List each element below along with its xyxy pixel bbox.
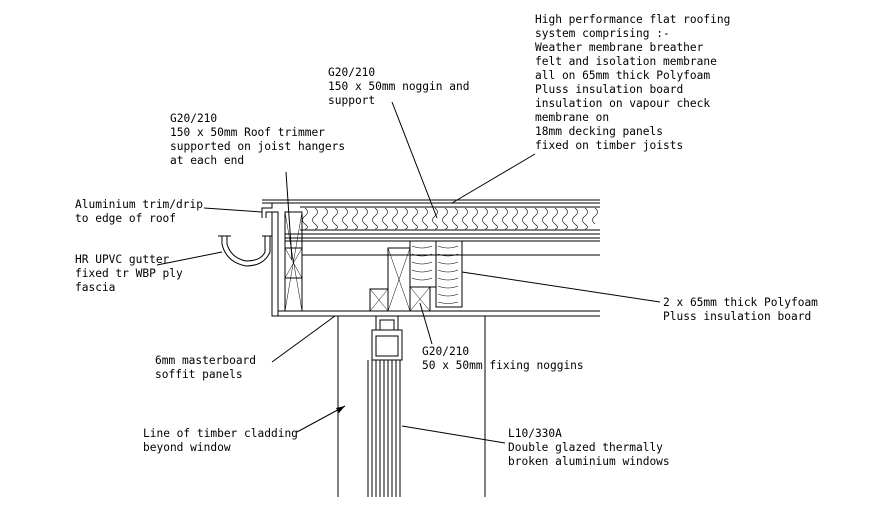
windows-line: Double glazed thermally bbox=[508, 441, 663, 454]
gutter-line: HR UPVC gutter bbox=[75, 253, 170, 266]
polyfoam-board-line: Pluss insulation board bbox=[663, 310, 811, 323]
aluminium-trim-drip bbox=[261, 202, 300, 218]
noggin-support-line: 150 x 50mm noggin and bbox=[328, 80, 469, 93]
roofing-system-label: High performance flat roofing system com… bbox=[535, 13, 737, 152]
windows-line: broken aluminium windows bbox=[508, 455, 670, 468]
timber-cladding-label: Line of timber cladding beyond window bbox=[143, 427, 305, 454]
roof-trimmer-line: supported on joist hangers bbox=[170, 140, 345, 153]
roofing-system-line: 18mm decking panels bbox=[535, 125, 663, 138]
roof-trimmer-line: G20/210 bbox=[170, 112, 217, 125]
roofing-system-line: High performance flat roofing bbox=[535, 13, 730, 26]
polyfoam-board-label: 2 x 65mm thick Polyfoam Pluss insulation… bbox=[663, 296, 825, 323]
gutter-line: fixed tr WBP ply bbox=[75, 267, 183, 280]
trim-drip-line: Aluminium trim/drip bbox=[75, 198, 203, 211]
noggin-support-line: G20/210 bbox=[328, 66, 375, 79]
fixing-noggins bbox=[369, 247, 431, 312]
roofing-system-line: insulation on vapour check bbox=[535, 97, 710, 110]
roofing-system-line: fixed on timber joists bbox=[535, 139, 683, 152]
roof-trimmer-line: 150 x 50mm Roof trimmer bbox=[170, 126, 325, 139]
trim-drip-line: to edge of roof bbox=[75, 212, 176, 225]
roofing-system-line: system comprising :- bbox=[535, 27, 670, 40]
polyfoam-insulation-boards bbox=[409, 240, 463, 308]
roof-trimmer-line: at each end bbox=[170, 154, 244, 167]
roof-trimmer bbox=[284, 211, 303, 312]
roofing-system-line: Pluss insulation board bbox=[535, 83, 683, 96]
trim-drip-label: Aluminium trim/drip to edge of roof bbox=[75, 198, 210, 225]
windows-label: L10/330A Double glazed thermally broken … bbox=[508, 427, 670, 468]
window-section bbox=[337, 315, 486, 497]
leader-lines bbox=[156, 101, 661, 444]
fixing-noggins-line: 50 x 50mm fixing noggins bbox=[422, 359, 584, 372]
timber-cladding-line: beyond window bbox=[143, 441, 231, 454]
timber-cladding-line: Line of timber cladding bbox=[143, 427, 298, 440]
fixing-noggins-line: G20/210 bbox=[422, 345, 469, 358]
gutter-line: fascia bbox=[75, 281, 115, 294]
soffit-line: soffit panels bbox=[155, 368, 243, 381]
upvc-gutter bbox=[218, 235, 272, 267]
noggin-support-line: support bbox=[328, 94, 375, 107]
roofing-system-line: Weather membrane breather bbox=[535, 41, 704, 54]
soffit-framing bbox=[278, 254, 600, 317]
roofing-system-line: membrane on bbox=[535, 111, 609, 124]
gutter-label: HR UPVC gutter fixed tr WBP ply fascia bbox=[75, 253, 190, 294]
soffit-label: 6mm masterboard soffit panels bbox=[155, 354, 263, 381]
fixing-noggins-label: G20/210 50 x 50mm fixing noggins bbox=[422, 345, 584, 372]
roof-deck bbox=[262, 199, 600, 242]
windows-line: L10/330A bbox=[508, 427, 562, 440]
fascia bbox=[271, 211, 279, 317]
polyfoam-board-line: 2 x 65mm thick Polyfoam bbox=[663, 296, 818, 309]
soffit-line: 6mm masterboard bbox=[155, 354, 256, 367]
roof-trimmer-label: G20/210 150 x 50mm Roof trimmer supporte… bbox=[170, 112, 352, 167]
noggin-support-label: G20/210 150 x 50mm noggin and support bbox=[328, 66, 476, 107]
roofing-system-line: felt and isolation membrane bbox=[535, 55, 717, 68]
roofing-system-line: all on 65mm thick Polyfoam bbox=[535, 69, 710, 82]
